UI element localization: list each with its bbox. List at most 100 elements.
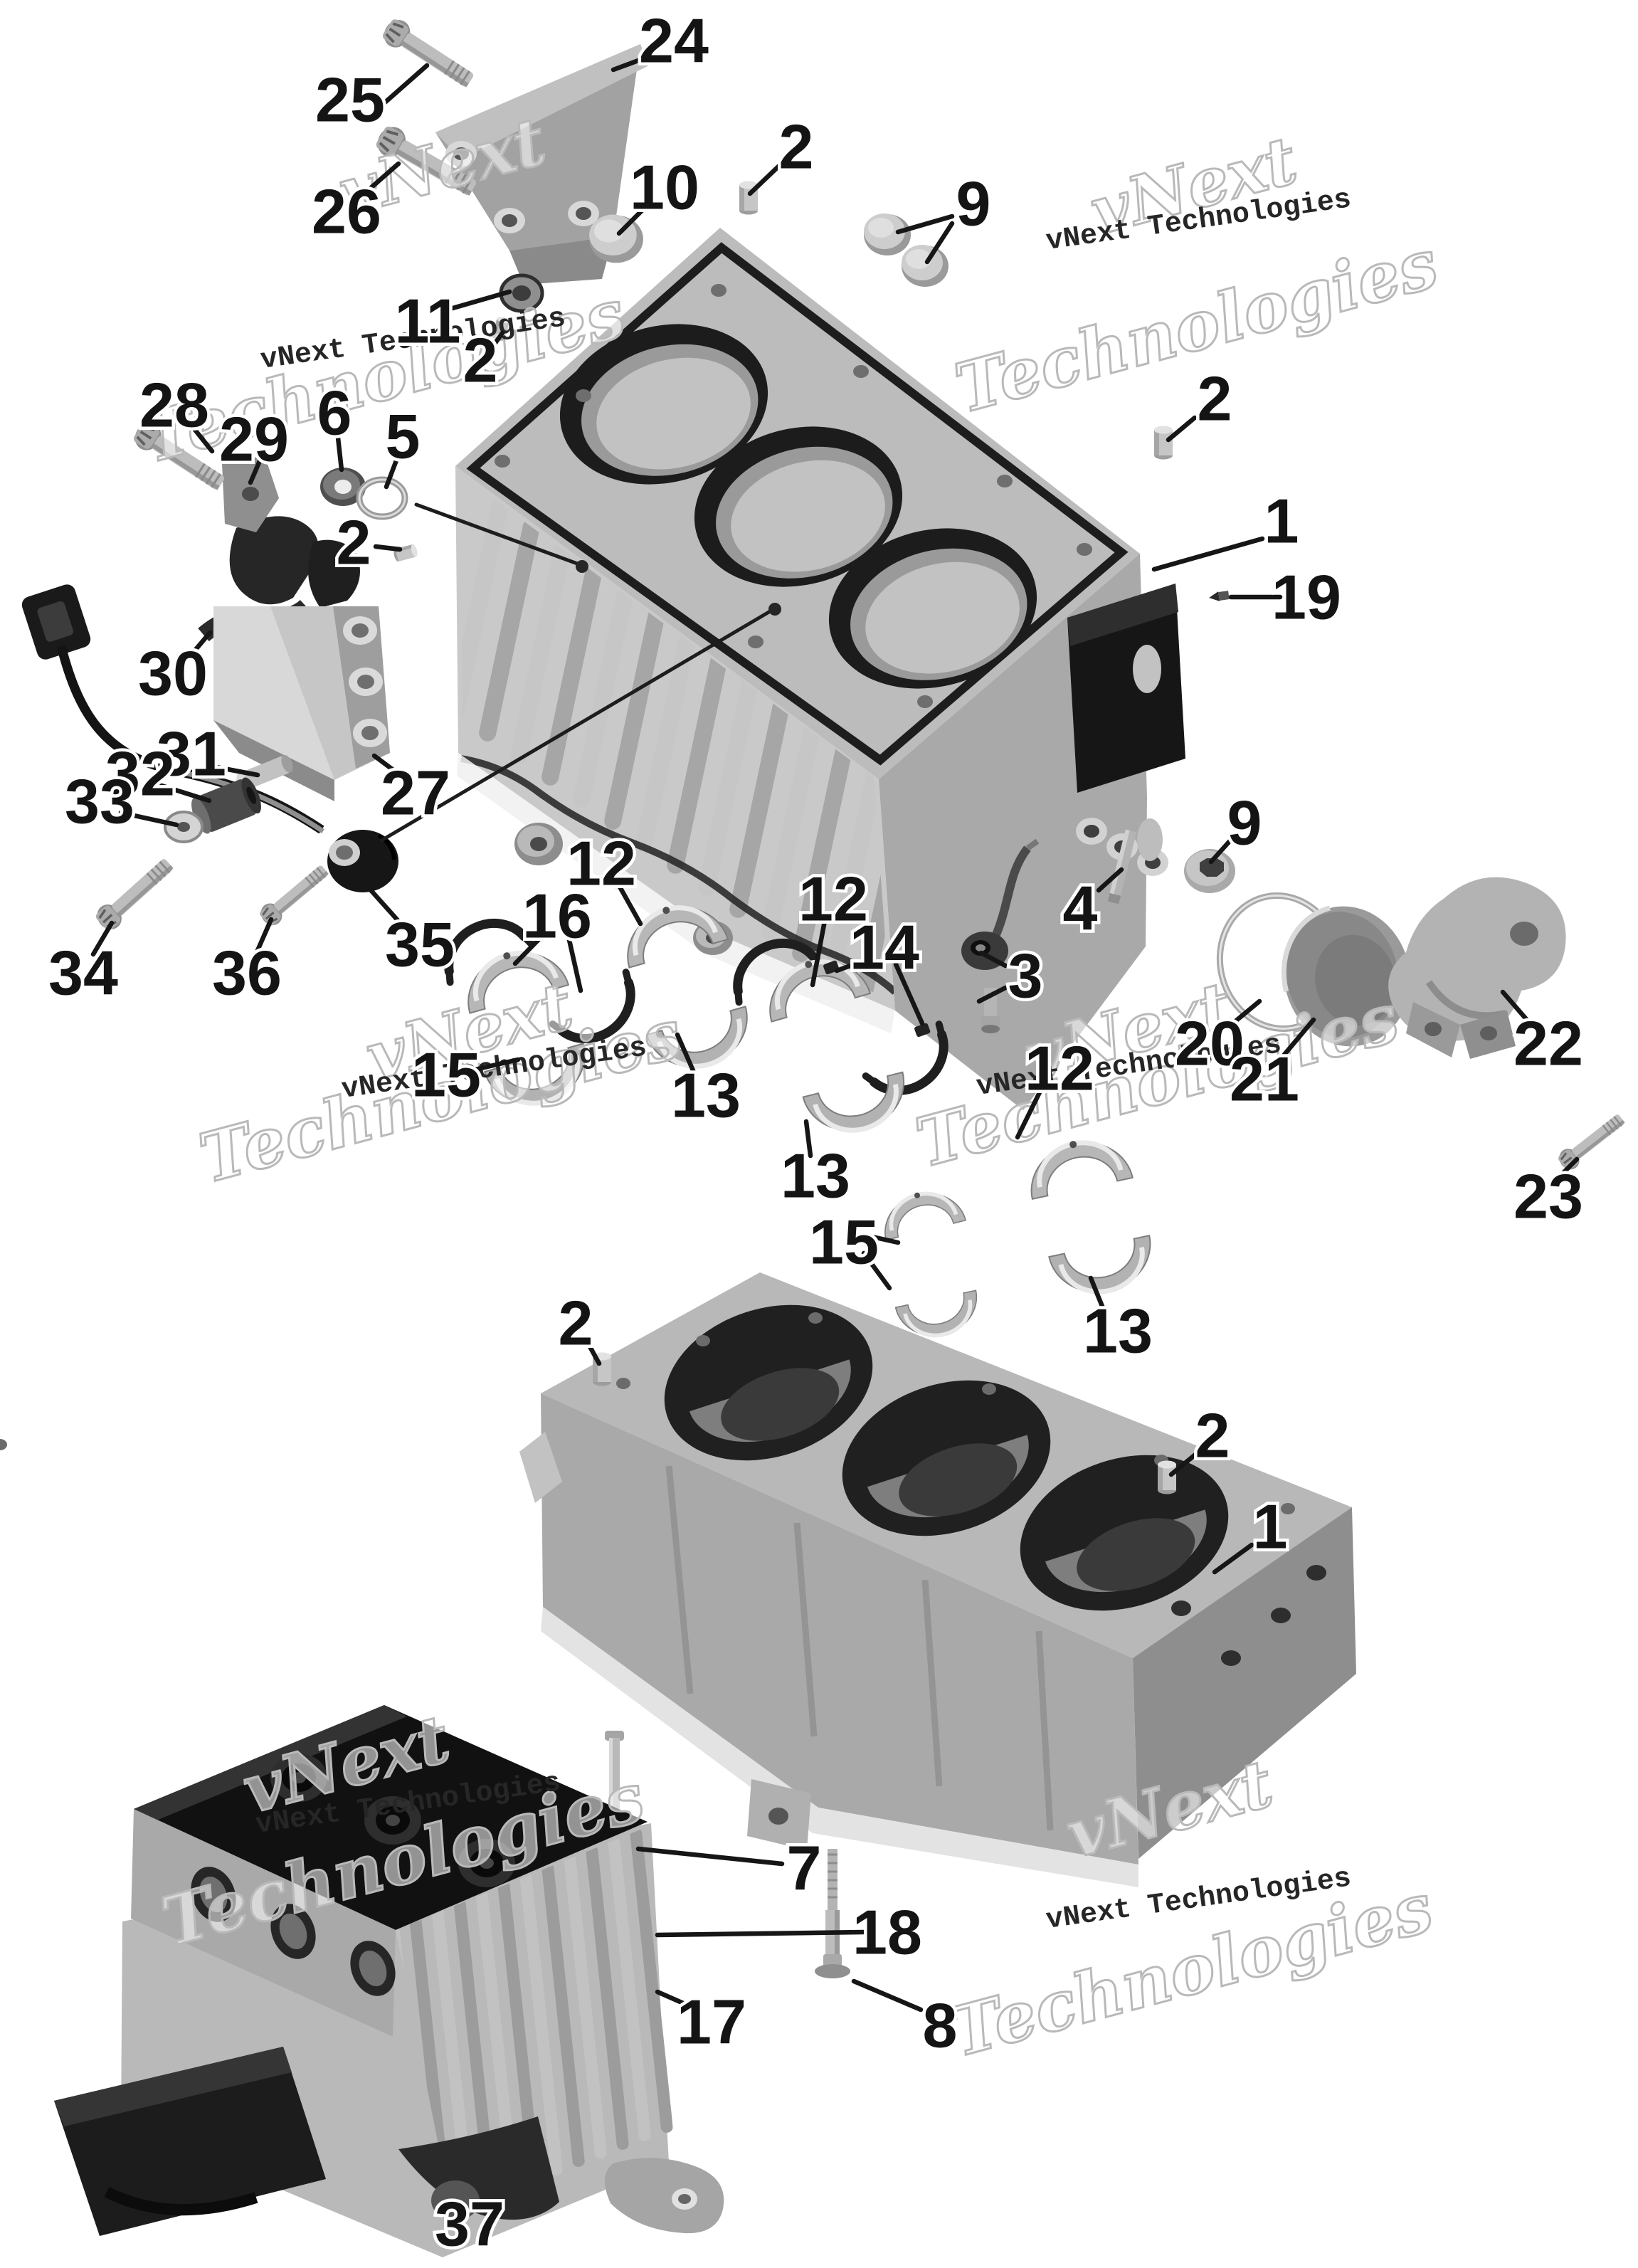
leader-16-21-0 [512, 931, 547, 966]
callout-1-39: 1 [1264, 486, 1299, 557]
engine-fin-9 [586, 1845, 629, 2150]
callout-1-43: 1 [1253, 1492, 1288, 1562]
bearing-shell-lower-3 [803, 1072, 914, 1141]
leader-7-44-0 [635, 1846, 785, 1867]
leader-33-17-0 [118, 810, 179, 828]
engine-fin-5 [497, 1879, 541, 2184]
leader-18-45-0 [655, 1929, 866, 1938]
crankcase-right-face [1133, 1507, 1356, 1859]
callout-14-24: 14 [850, 912, 919, 983]
bolt-25 [377, 14, 480, 95]
leader-11-6-0 [448, 289, 512, 312]
engine-bracket [604, 2158, 724, 2234]
callout-15-25: 15 [411, 1040, 481, 1110]
bearing-key-14b [914, 1023, 931, 1038]
flange-highlight [457, 753, 895, 1033]
engine-mount-bracket-24 [435, 44, 649, 285]
leader-3-33-1 [976, 985, 1008, 1004]
engine-fin-7 [541, 1862, 585, 2167]
callout-26-2: 26 [312, 176, 381, 247]
callout-9-5: 9 [956, 169, 991, 239]
callout-2-42: 2 [1195, 1401, 1230, 1471]
leader-35-20-0 [363, 882, 406, 929]
crankcase-ribs [665, 1465, 1054, 1831]
callout-34-18: 34 [48, 938, 118, 1008]
leader-32-16-0 [159, 783, 212, 803]
leader-2-40-0 [1166, 415, 1198, 443]
block-fin-11 [792, 739, 853, 962]
oil-cooler-top [54, 2047, 292, 2126]
leader-15-25-0 [466, 1057, 521, 1074]
leader-29-9-0 [248, 455, 264, 485]
leader-2-12-0 [373, 544, 403, 552]
leader-2-4-0 [747, 162, 783, 196]
callout-35-20: 35 [385, 909, 455, 980]
block-fin-6 [635, 628, 697, 852]
leader-21-35-0 [1277, 1017, 1316, 1062]
engine-fin-3 [453, 1897, 497, 2201]
leader-23-37-0 [1555, 1156, 1580, 1181]
support-bracket-27 [213, 606, 390, 801]
leader-14-24-1 [893, 961, 925, 1026]
leader-13-26-0 [675, 1032, 698, 1078]
head-gasket-line [466, 242, 1129, 766]
mount-bump-2 [1137, 818, 1163, 861]
callout-11-6: 11 [394, 286, 460, 357]
dowel-pin-2f [1158, 1460, 1176, 1494]
mount-bracket-22 [1388, 877, 1566, 1059]
callout-13-27: 13 [781, 1141, 850, 1211]
leader-1-39-0 [1151, 536, 1265, 572]
leader-22-36-0 [1500, 989, 1533, 1027]
leader-9-5-1 [924, 221, 955, 265]
leader-12-22-0 [614, 879, 643, 927]
callout-13-26: 13 [671, 1060, 741, 1131]
cylinder-bore-2 [694, 426, 903, 587]
engine-fin-4 [475, 1888, 519, 2193]
callout-29-9: 29 [219, 404, 289, 475]
callout-22-36: 22 [1513, 1008, 1583, 1079]
callout-30-13: 30 [138, 638, 208, 709]
callout-18-45: 18 [852, 1897, 922, 1968]
reference-line-2 [379, 608, 773, 843]
callout-17-46: 17 [677, 1987, 746, 2057]
callout-5-11: 5 [386, 401, 421, 472]
block-fin-3 [541, 562, 603, 786]
leader-17-46-0 [655, 1989, 696, 2010]
block-fin-9 [729, 695, 791, 918]
set-screw-19 [1209, 591, 1230, 601]
block-fin-10 [761, 717, 822, 940]
harness-connector-latch [37, 601, 73, 642]
dowel-pin-2c [392, 543, 419, 563]
callout-23-37: 23 [1513, 1161, 1583, 1232]
bolt-8 [815, 1849, 850, 1978]
plug-9c [1184, 849, 1235, 893]
bolt-34 [90, 852, 179, 936]
callout-21-35: 21 [1230, 1044, 1299, 1114]
pto-housing [398, 2116, 559, 2220]
leader-2-41-0 [584, 1339, 602, 1366]
leader-2-42-0 [1168, 1451, 1199, 1477]
leader-34-18-0 [90, 920, 115, 957]
leader-30-13-0 [188, 630, 213, 658]
leader-27-14-0 [371, 753, 403, 778]
callout-20-34: 20 [1175, 1008, 1245, 1079]
callout-15-28: 15 [809, 1207, 879, 1277]
callout-16-21: 16 [522, 881, 592, 951]
engine-fin-2 [431, 1905, 475, 2210]
callout-13-29: 13 [1083, 1296, 1153, 1366]
leader-5-11-0 [384, 452, 401, 490]
crankcase-left-face [541, 1393, 1138, 1864]
bolt-36 [255, 859, 334, 931]
callout-2-40: 2 [1198, 364, 1232, 434]
callout-3-33: 3 [1008, 941, 1043, 1011]
leader-15-28-0 [863, 1233, 901, 1245]
callout-28-8: 28 [139, 370, 209, 441]
callout-12-30: 12 [1025, 1033, 1094, 1104]
leader-10-3-0 [616, 204, 649, 236]
exhaust-ports [191, 1867, 396, 1996]
leader-9-32-0 [1208, 838, 1233, 865]
leader-28-8-0 [186, 420, 215, 454]
